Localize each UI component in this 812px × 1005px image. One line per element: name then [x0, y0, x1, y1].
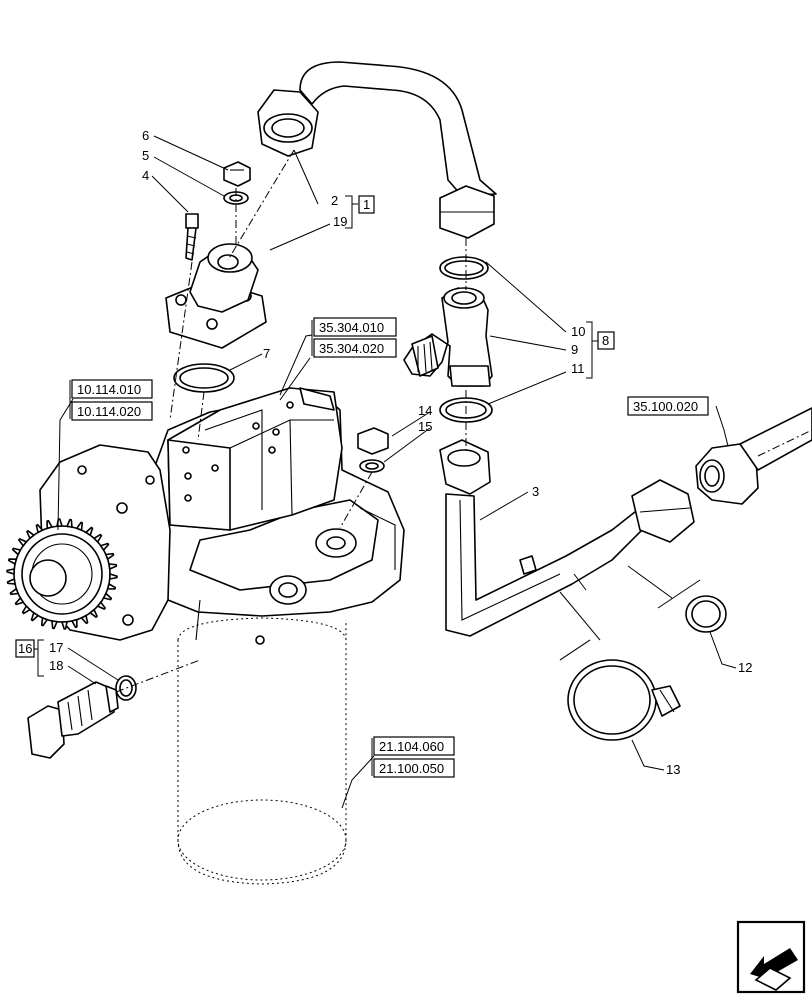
group-bracket-16: 16 [15, 639, 44, 677]
callout-4: 4 [142, 168, 149, 183]
callout-12: 12 [738, 660, 752, 675]
reference-35-304-020: 35.304.020 [319, 341, 384, 356]
gear-tooth [93, 533, 103, 543]
gear-tooth [100, 542, 110, 551]
gear-tooth [89, 608, 98, 619]
gear-tooth [61, 620, 68, 630]
group-number-1: 1 [363, 197, 370, 212]
external-line-connector [695, 407, 812, 505]
callout-11: 11 [571, 361, 585, 376]
gear-tooth [14, 597, 25, 606]
gear-tooth [40, 617, 49, 627]
gear-tooth [106, 583, 117, 590]
leader-lines [57, 135, 737, 809]
assembly-lines [115, 149, 812, 693]
gear-tooth [96, 601, 106, 610]
gear-tooth [17, 538, 28, 547]
callout-10: 10 [571, 324, 585, 339]
gear-tooth [21, 605, 31, 615]
gear-tooth [76, 521, 84, 531]
gear-tooth [108, 563, 118, 570]
gear-tooth [35, 523, 44, 534]
arrow-left-icon[interactable] [736, 920, 806, 994]
gear-tooth [80, 614, 89, 625]
plug-6 [223, 161, 251, 187]
callout-7: 7 [263, 346, 270, 361]
o-ring-17 [115, 675, 137, 701]
gear-tooth [71, 618, 78, 629]
callout-14: 14 [418, 403, 432, 418]
gear-tooth [9, 587, 19, 596]
gear-tooth [6, 568, 16, 575]
washer-15 [359, 459, 385, 473]
callout-3: 3 [532, 484, 539, 499]
gear-tooth [46, 519, 53, 530]
plug-14 [357, 427, 389, 455]
reference-35-100-020: 35.100.020 [633, 399, 698, 414]
pipe-2 [257, 61, 497, 239]
reference-group-35-304: 35.304.010 35.304.020 [311, 317, 397, 358]
callout-2: 2 [331, 193, 338, 208]
gear-tooth [102, 592, 113, 601]
gear-tooth [11, 547, 22, 556]
callout-9: 9 [571, 342, 578, 357]
sleeve-12 [685, 595, 727, 633]
gear-tooth [66, 518, 73, 528]
group-number-8: 8 [602, 333, 609, 348]
o-ring-7 [173, 363, 235, 393]
gear-tooth [6, 578, 16, 585]
reference-21-100-050: 21.100.050 [379, 761, 444, 776]
group-number-16: 16 [18, 641, 32, 656]
o-ring-10 [439, 256, 489, 280]
callout-13: 13 [666, 762, 680, 777]
gear-tooth [51, 620, 58, 630]
callout-19: 19 [333, 214, 347, 229]
callout-6: 6 [142, 128, 149, 143]
bolt-4 [185, 213, 199, 261]
drive-gear-assembly [6, 444, 171, 641]
callout-5: 5 [142, 148, 149, 163]
pipe-3 [439, 439, 695, 637]
reference-10-114-010: 10.114.010 [77, 382, 141, 397]
reference-21-104-060: 21.104.060 [379, 739, 444, 754]
oil-filter [177, 617, 347, 885]
callout-15: 15 [418, 419, 432, 434]
gear-tooth [7, 558, 18, 565]
tee-fitting-9 [403, 287, 493, 387]
gear-tooth [108, 573, 118, 580]
reference-10-114-020: 10.114.020 [77, 404, 141, 419]
reference-group-10-114: 10.114.010 10.114.020 [69, 379, 153, 421]
hydraulic-pump [167, 387, 343, 531]
plug-18 [27, 681, 119, 759]
group-bracket-8: 8 [586, 321, 615, 379]
group-bracket-1: 1 [345, 195, 375, 229]
gear-tooth [105, 552, 115, 561]
callout-17: 17 [49, 640, 63, 655]
clamp-13 [567, 659, 681, 741]
gear-tooth [85, 526, 94, 537]
reference-group-35-100: 35.100.020 [627, 396, 709, 416]
gear-tooth [30, 611, 39, 622]
reference-group-21-104: 21.104.060 21.100.050 [371, 736, 455, 778]
gear-tooth [26, 529, 35, 540]
elbow-fitting [165, 243, 267, 349]
reference-35-304-010: 35.304.010 [319, 320, 384, 335]
callout-18: 18 [49, 658, 63, 673]
callout-labels: 6 5 4 2 19 7 10 9 11 14 15 3 12 13 17 18 [49, 128, 752, 777]
